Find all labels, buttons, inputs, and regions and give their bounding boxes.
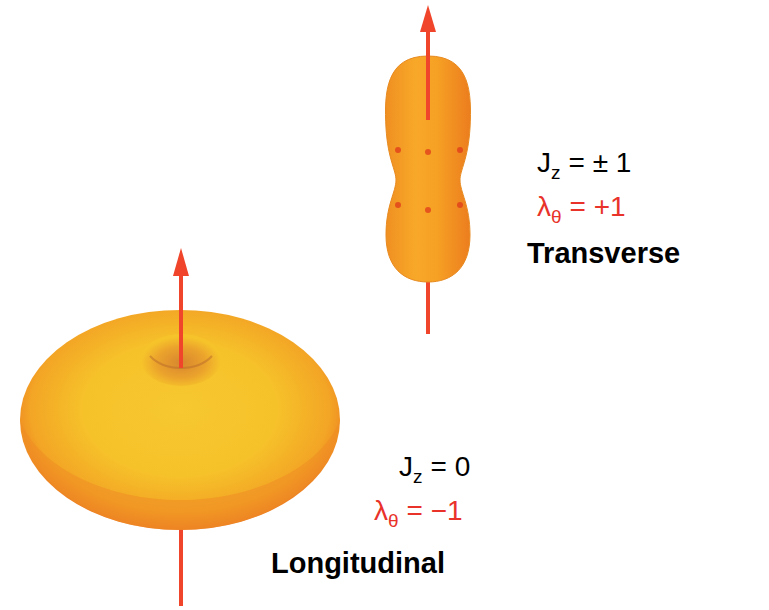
text-label: = ± 1 bbox=[569, 147, 632, 178]
subscript-label: θ bbox=[388, 510, 399, 531]
label-line: Longitudinal bbox=[271, 546, 445, 580]
torus-shadow bbox=[20, 420, 340, 530]
label-line: Jz = ± 1 bbox=[537, 146, 631, 190]
text-label: λ bbox=[374, 495, 388, 526]
text-label: Transverse bbox=[527, 237, 680, 269]
text-label: J bbox=[537, 147, 551, 178]
subscript-label: z bbox=[551, 162, 561, 183]
subscript-label: θ bbox=[551, 206, 562, 227]
label-line: λθ = −1 bbox=[374, 494, 463, 538]
arrow-head bbox=[420, 5, 436, 32]
label-line: Transverse bbox=[527, 236, 680, 270]
label-line: λθ = +1 bbox=[537, 190, 626, 234]
arrow-head bbox=[173, 248, 189, 276]
axis-arrow bbox=[426, 30, 430, 120]
text-label: = −1 bbox=[407, 495, 463, 526]
axis-line bbox=[179, 520, 183, 606]
text-label: J bbox=[399, 451, 413, 482]
subscript-label: z bbox=[413, 466, 423, 487]
shading-spots bbox=[395, 147, 463, 213]
text-label: Longitudinal bbox=[271, 547, 445, 579]
label-line: Jz = 0 bbox=[399, 450, 470, 494]
text-label: λ bbox=[537, 191, 551, 222]
text-label: = +1 bbox=[570, 191, 626, 222]
text-label: = 0 bbox=[431, 451, 471, 482]
axis-arrow bbox=[179, 275, 183, 368]
